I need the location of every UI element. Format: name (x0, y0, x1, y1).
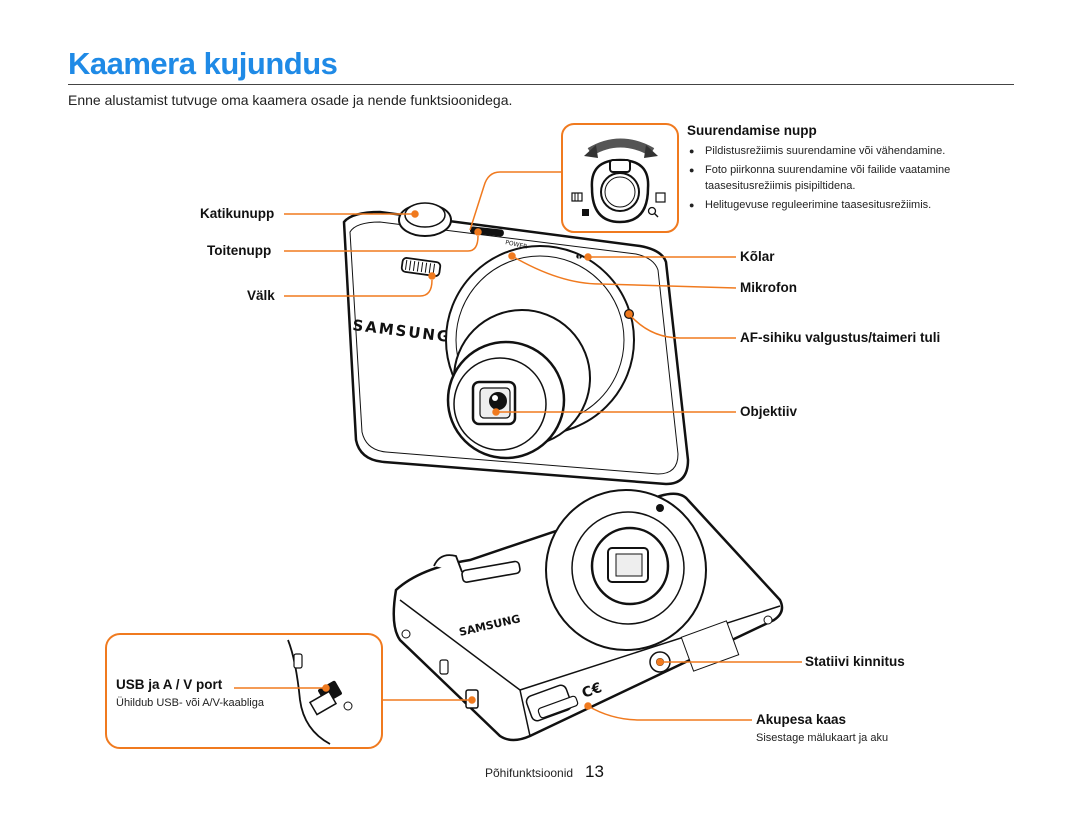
usb-port-desc: Ühildub USB- või A/V-kaabliga (116, 697, 264, 709)
label-tripod: Statiivi kinnitus (805, 654, 905, 669)
label-mic: Mikrofon (740, 280, 797, 295)
label-speaker: Kõlar (740, 249, 775, 264)
svg-text:◖◗: ◖◗ (576, 253, 582, 260)
page-title: Kaamera kujundus (68, 46, 338, 81)
zoom-bullet-list: Pildistusrežiimis suurendamine või vähen… (687, 143, 1007, 216)
label-af-lamp: AF-sihiku valgustus/taimeri tuli (740, 330, 941, 345)
camera-front: SAMSUNG ◖◗ POWER (342, 202, 690, 486)
battery-cover-desc: Sisestage mälukaart ja aku (756, 732, 889, 744)
title-divider (68, 84, 1014, 85)
label-battery-cover: Akupesa kaas (756, 712, 847, 727)
zoom-heading: Suurendamise nupp (687, 123, 817, 138)
svg-text:C€: C€ (580, 680, 604, 702)
usb-inset (105, 633, 383, 749)
label-lens: Objektiiv (740, 404, 798, 419)
svg-text:POWER: POWER (505, 239, 528, 250)
intro-text: Enne alustamist tutvuge oma kaamera osad… (68, 92, 513, 108)
label-flash: Välk (247, 288, 275, 303)
camera-bottom: SAMSUNG C€ (343, 489, 784, 742)
list-item: Foto piirkonna suurendamine või failide … (687, 162, 995, 194)
label-power: Toitenupp (207, 243, 272, 258)
list-item: Pildistusrežiimis suurendamine või vähen… (687, 143, 1007, 159)
page-number: 13 (585, 762, 604, 781)
label-usb-port: USB ja A / V port (116, 677, 223, 692)
zoom-inset (561, 123, 679, 233)
callout-lines (284, 171, 737, 416)
footer-section: Põhifunktsioonid (485, 766, 574, 780)
list-item: Helitugevuse reguleerimine taasesitusrež… (687, 197, 1007, 213)
label-shutter: Katikunupp (200, 206, 275, 221)
